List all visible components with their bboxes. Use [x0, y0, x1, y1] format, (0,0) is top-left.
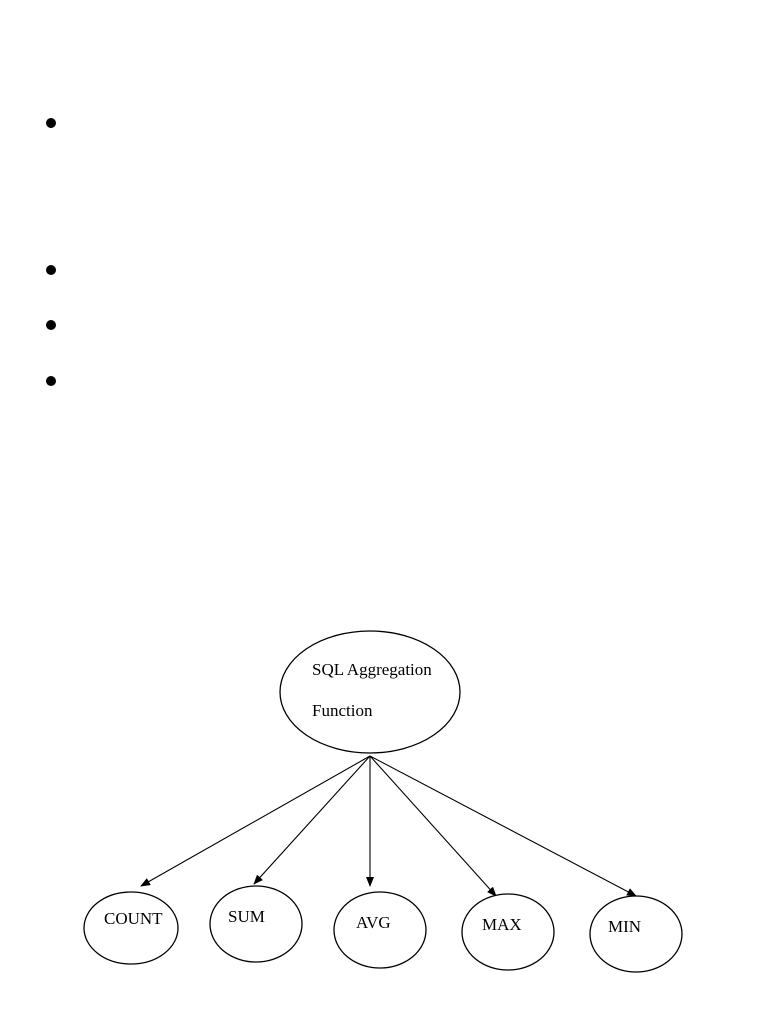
- bullet-marker-1: [46, 118, 56, 128]
- child-node-sum: SUM: [209, 885, 303, 963]
- min-node-shape: [589, 895, 683, 973]
- count-node-label: COUNT: [104, 909, 163, 928]
- root-node: SQL Aggregation Function: [279, 630, 461, 754]
- sum-node-shape: [209, 885, 303, 963]
- edge-root-to-min: [369, 755, 637, 897]
- max-node-shape: [461, 893, 555, 971]
- child-node-avg: AVG: [333, 891, 427, 969]
- sum-node-label: SUM: [228, 907, 265, 926]
- bullet-marker-4: [46, 376, 56, 386]
- avg-node-label: AVG: [356, 913, 391, 932]
- edge-root-to-max: [369, 755, 497, 897]
- child-node-count: COUNT: [83, 891, 179, 965]
- child-node-max: MAX: [461, 893, 555, 971]
- min-node-label: MIN: [608, 917, 641, 936]
- edge-root-to-sum: [253, 755, 371, 885]
- count-node-shape: [83, 891, 179, 965]
- root-node-shape: [279, 630, 461, 754]
- edge-root-to-count: [140, 755, 371, 887]
- max-node-label: MAX: [482, 915, 522, 934]
- bullet-marker-2: [46, 265, 56, 275]
- child-node-min: MIN: [589, 895, 683, 973]
- root-node-label-line2: Function: [312, 701, 373, 720]
- root-node-label-line1: SQL Aggregation: [312, 660, 432, 679]
- avg-node-shape: [333, 891, 427, 969]
- bullet-marker-3: [46, 320, 56, 330]
